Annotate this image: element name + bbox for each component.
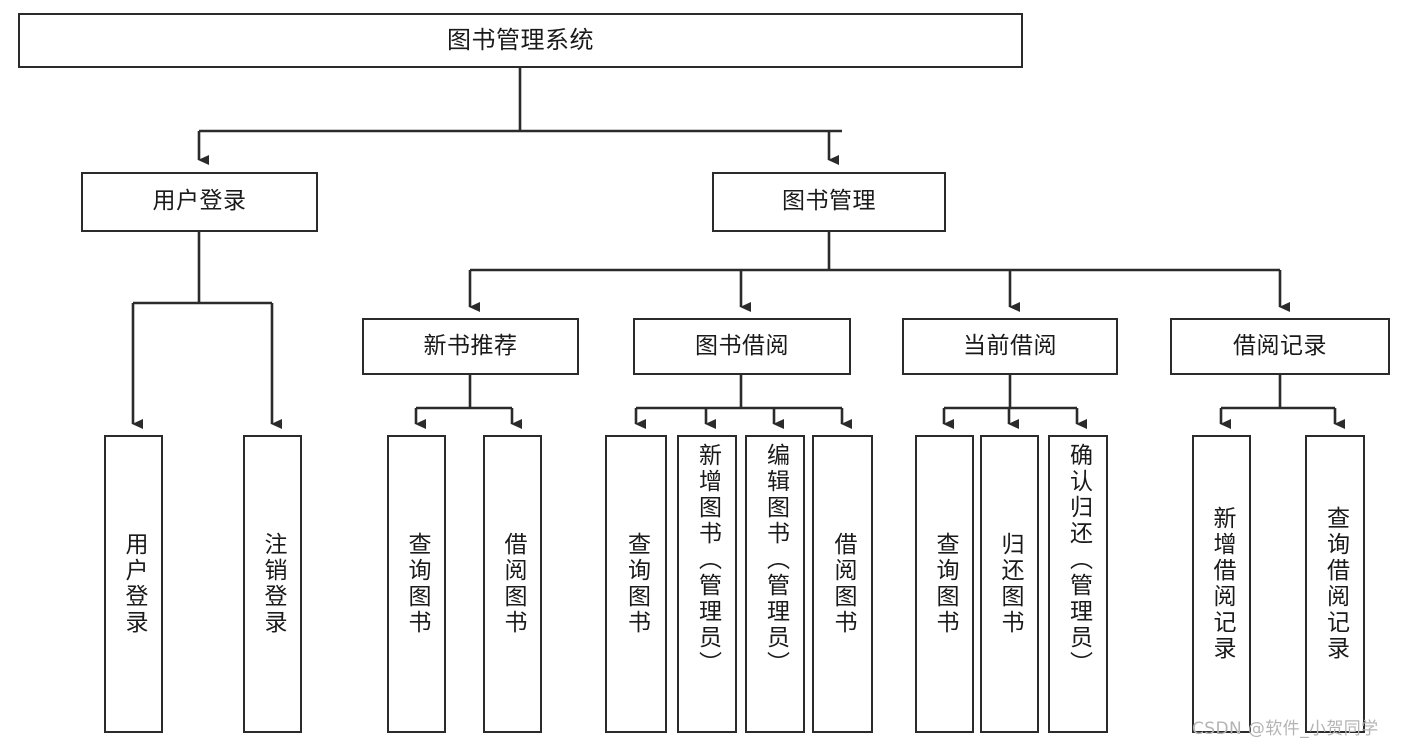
node-label: 归还图书 — [997, 532, 1023, 636]
leaf-user-login[interactable]: 用户登录 — [104, 435, 163, 733]
leaf-query-book-borrow[interactable]: 查询图书 — [605, 435, 667, 733]
node-root-system[interactable]: 图书管理系统 — [18, 13, 1023, 68]
node-label: 用户登录 — [152, 188, 247, 215]
node-label: 图书管理系统 — [447, 26, 594, 55]
leaf-confirm-return-admin[interactable]: 确认归还（管理员） — [1048, 435, 1108, 733]
node-label: 用户登录 — [121, 532, 147, 636]
leaf-borrow-book-recommend[interactable]: 借阅图书 — [483, 435, 542, 733]
node-book-borrow[interactable]: 图书借阅 — [633, 318, 851, 375]
leaf-query-book-recommend[interactable]: 查询图书 — [387, 435, 446, 733]
node-borrow-record[interactable]: 借阅记录 — [1170, 318, 1390, 375]
node-label: 当前借阅 — [963, 332, 1057, 359]
leaf-borrow-book[interactable]: 借阅图书 — [812, 435, 873, 733]
node-label: 确认归还（管理员） — [1065, 443, 1092, 677]
node-label: 编辑图书（管理员） — [762, 443, 789, 677]
leaf-query-book-current[interactable]: 查询图书 — [915, 435, 974, 733]
leaf-edit-book-admin[interactable]: 编辑图书（管理员） — [745, 435, 805, 733]
node-label: 图书借阅 — [695, 332, 789, 359]
node-label: 新增借阅记录 — [1209, 506, 1235, 662]
node-book-management[interactable]: 图书管理 — [712, 172, 946, 232]
node-label: 借阅记录 — [1233, 332, 1327, 359]
node-label: 新增图书（管理员） — [694, 443, 721, 677]
node-current-borrow[interactable]: 当前借阅 — [902, 318, 1118, 375]
node-label: 新书推荐 — [423, 332, 518, 359]
node-label: 借阅图书 — [830, 532, 856, 636]
node-label: 查询借阅记录 — [1322, 506, 1349, 662]
node-user-login[interactable]: 用户登录 — [81, 172, 318, 232]
watermark-text: CSDN @软件_小贺同学 — [1192, 719, 1379, 739]
node-label: 图书管理 — [782, 188, 876, 215]
leaf-logout[interactable]: 注销登录 — [243, 435, 302, 733]
leaf-return-book[interactable]: 归还图书 — [980, 435, 1039, 733]
leaf-add-book-admin[interactable]: 新增图书（管理员） — [677, 435, 737, 733]
node-label: 查询图书 — [623, 532, 650, 636]
node-new-book-recommend[interactable]: 新书推荐 — [362, 318, 579, 375]
node-label: 借阅图书 — [500, 532, 526, 636]
leaf-add-borrow-record[interactable]: 新增借阅记录 — [1192, 435, 1251, 733]
node-label: 注销登录 — [260, 532, 286, 636]
leaf-query-borrow-record[interactable]: 查询借阅记录 — [1305, 435, 1365, 733]
node-label: 查询图书 — [932, 532, 958, 636]
node-label: 查询图书 — [404, 532, 430, 636]
